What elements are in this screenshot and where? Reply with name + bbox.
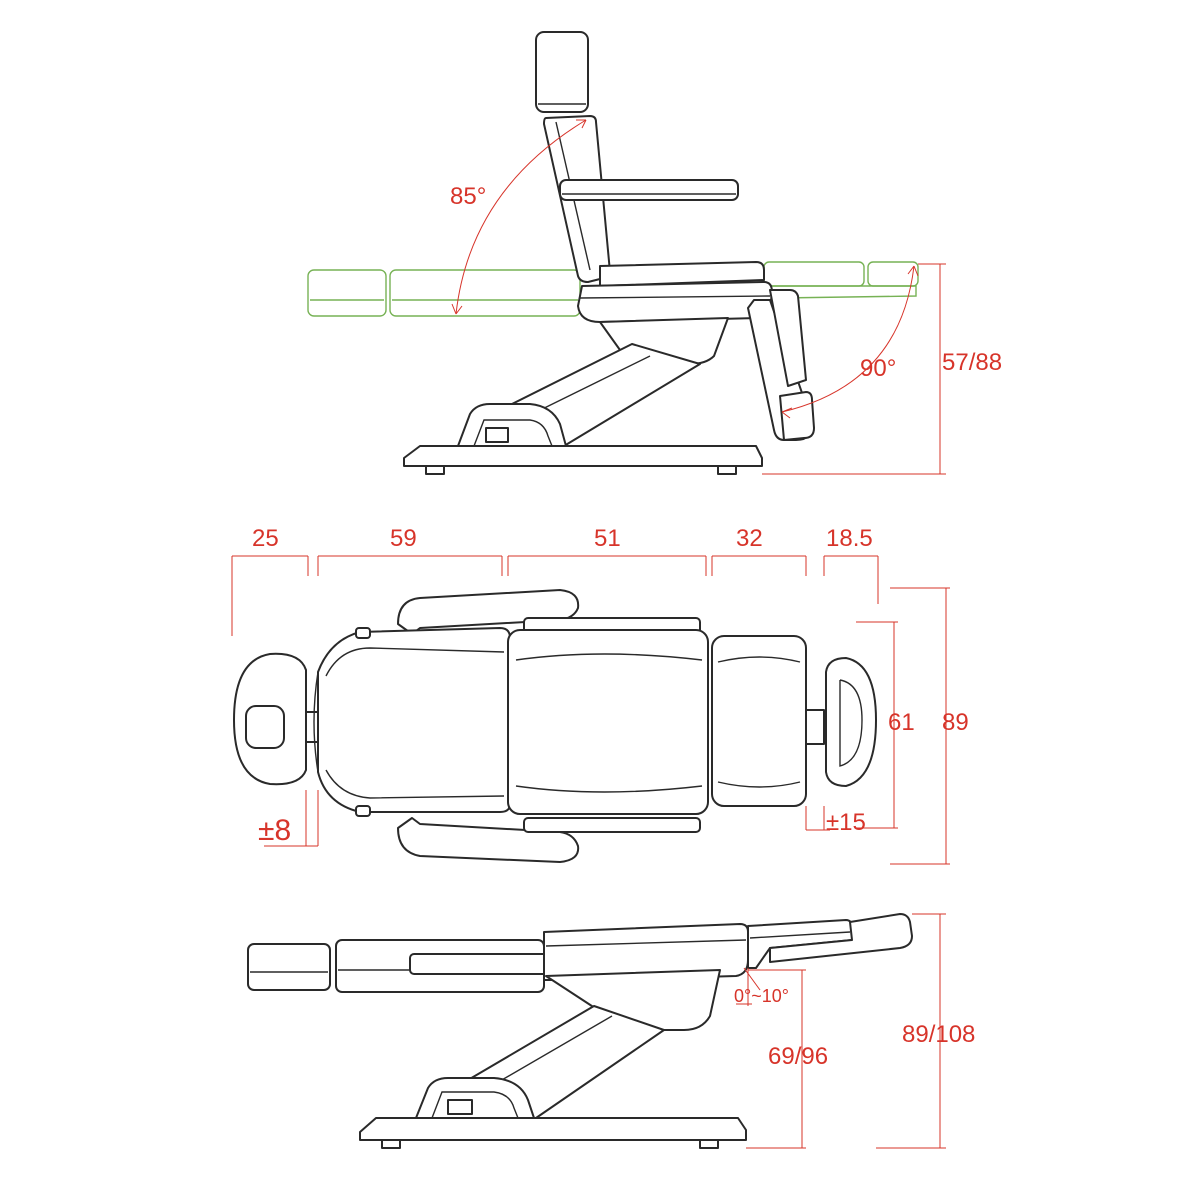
back-length-label: 59 bbox=[390, 525, 417, 552]
foot-pad bbox=[779, 391, 815, 441]
back-angle-arc bbox=[455, 119, 587, 315]
base-plate bbox=[403, 445, 763, 467]
foot-adjust-label: ±15 bbox=[826, 809, 866, 836]
flat-position-outline bbox=[307, 261, 919, 317]
top-view: 25 59 51 32 18.5 bbox=[231, 525, 969, 865]
side-view-seated: 85° 90° 57/88 bbox=[307, 31, 1002, 475]
seat-top bbox=[507, 629, 709, 815]
foot-connector bbox=[805, 709, 825, 745]
outer-width-label: 89 bbox=[942, 709, 969, 736]
back-angle-label: 85° bbox=[450, 183, 486, 210]
total-height-label: 89/108 bbox=[902, 1021, 975, 1048]
base-foot-left bbox=[425, 465, 445, 475]
foot-rest-flat bbox=[769, 913, 913, 963]
seat-top bbox=[599, 261, 765, 287]
seat-cushion bbox=[577, 281, 773, 323]
leg-length-label: 32 bbox=[736, 525, 763, 552]
foot-length-label: 18.5 bbox=[826, 525, 873, 552]
face-hole bbox=[245, 705, 285, 749]
headrest-width-label: 25 bbox=[252, 525, 279, 552]
armrest-top-right bbox=[397, 817, 580, 863]
height-label: 57/88 bbox=[942, 349, 1002, 376]
base-foot-right bbox=[717, 465, 737, 475]
leg-angle-arc bbox=[781, 265, 915, 413]
base-bracket-flat bbox=[415, 1077, 535, 1119]
headrest-flat bbox=[247, 943, 331, 991]
seat-length-label: 51 bbox=[594, 525, 621, 552]
headrest bbox=[535, 31, 589, 113]
backrest-top bbox=[317, 627, 511, 813]
base-plate-flat bbox=[359, 1117, 747, 1141]
pedal-switch bbox=[485, 427, 509, 443]
inner-width-label: 61 bbox=[888, 709, 915, 736]
leg-angle-label: 90° bbox=[860, 355, 896, 382]
base-foot-left-flat bbox=[381, 1139, 401, 1149]
leg-rest-pad bbox=[769, 289, 807, 387]
seat-side-rail-right bbox=[523, 817, 701, 833]
armrest bbox=[559, 179, 739, 201]
foot-rest-top bbox=[825, 657, 877, 787]
leg-rest-top bbox=[711, 635, 807, 807]
base-height-label: 69/96 bbox=[768, 1043, 828, 1070]
head-adjust-label: ±8 bbox=[258, 814, 291, 847]
side-view-flat: 0°~10° 69/96 89/108 bbox=[247, 913, 975, 1149]
pedal-switch-flat bbox=[447, 1099, 473, 1115]
base-foot-right-flat bbox=[699, 1139, 719, 1149]
tilt-label: 0°~10° bbox=[734, 986, 789, 1006]
